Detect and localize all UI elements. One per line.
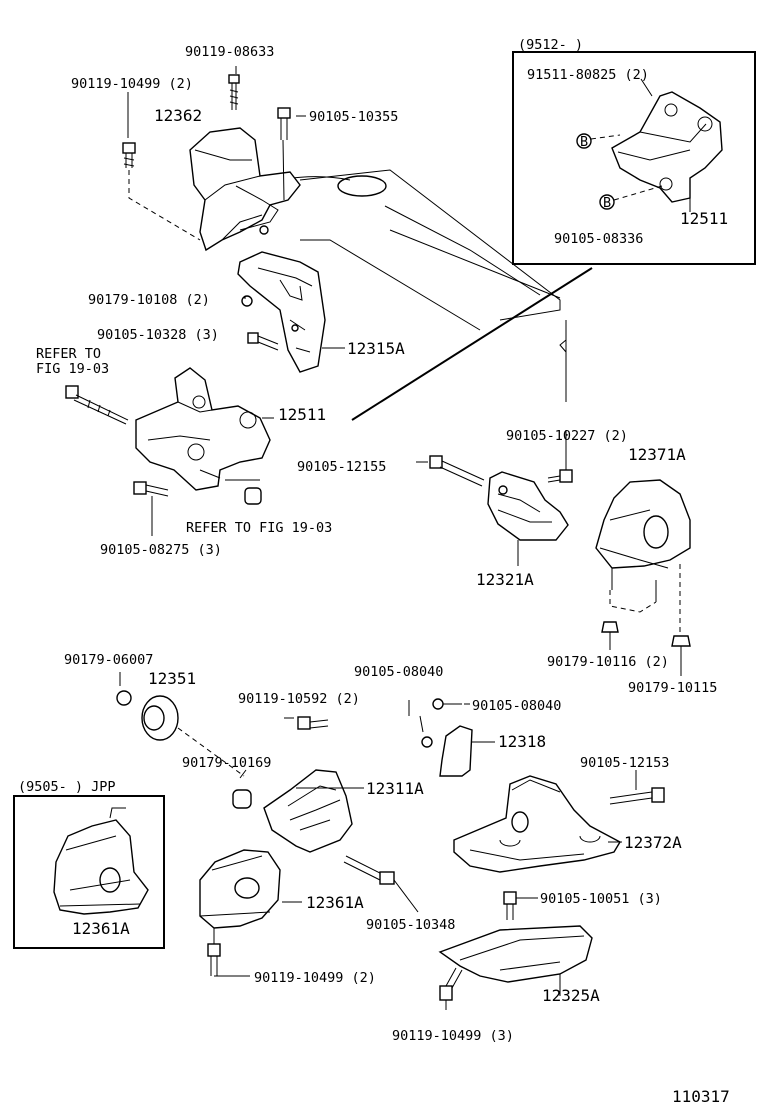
dash-12371A bbox=[609, 564, 681, 640]
nut-90179-10116 bbox=[601, 621, 619, 633]
bracket-12321A bbox=[487, 471, 569, 541]
label-90105-12153: 90105-12153 bbox=[580, 755, 669, 771]
mount-12511 bbox=[135, 367, 271, 491]
bolt-90105-12155 bbox=[429, 455, 485, 487]
label-inset-12511: 12511 bbox=[680, 209, 728, 228]
label-90105-10227: 90105-10227 (2) bbox=[506, 428, 628, 444]
bolt-90105-10051 bbox=[503, 891, 538, 920]
label-90119-10499-2-bottom: 90119-10499 (2) bbox=[254, 970, 376, 986]
inset-top-date: (9512- ) bbox=[518, 37, 583, 53]
label-fig-19-03: FIG 19-03 bbox=[36, 361, 109, 377]
bolt-90105-12153 bbox=[609, 770, 665, 805]
bracket-12325A bbox=[438, 925, 593, 983]
bushing-refer-19-03 bbox=[244, 487, 262, 505]
label-90105-08336: 90105-08336 bbox=[554, 231, 643, 247]
dash-12351 bbox=[177, 727, 245, 777]
mount-12372A bbox=[453, 775, 621, 873]
inset-box-top: (9512- ) 91511-80825 (2) 12511 90105-083… bbox=[512, 37, 756, 265]
label-12511: 12511 bbox=[278, 405, 326, 424]
bushing-12351 bbox=[116, 690, 179, 741]
bolt-90119-10499-bottom bbox=[207, 943, 250, 977]
label-90119-10592: 90119-10592 (2) bbox=[238, 691, 360, 707]
label-90179-10169: 90179-10169 bbox=[182, 755, 271, 771]
bolt-90119-10499-3 bbox=[439, 967, 463, 1010]
label-90105-08040-top: 90105-08040 bbox=[354, 664, 443, 680]
bracket-12318 bbox=[419, 698, 495, 777]
nut-90179-10115 bbox=[671, 635, 691, 676]
inset-box-bottom: (9505- ) JPP 12361A bbox=[13, 779, 165, 949]
label-90179-10115: 90179-10115 bbox=[628, 680, 717, 696]
label-90105-10355: 90105-10355 bbox=[309, 109, 398, 125]
bolt-refer-fig-19-03 bbox=[65, 385, 129, 425]
leaders-12321A bbox=[517, 430, 567, 566]
nut-90179-10169 bbox=[232, 789, 252, 809]
bolt-90119-10499-top bbox=[122, 142, 201, 241]
label-12318: 12318 bbox=[498, 732, 546, 751]
bolt-90105-10227 bbox=[547, 469, 573, 483]
label-90105-12155: 90105-12155 bbox=[297, 459, 386, 475]
label-90105-10328: 90105-10328 (3) bbox=[97, 327, 219, 343]
label-12321A: 12321A bbox=[476, 570, 534, 589]
bracket-12311A bbox=[263, 769, 353, 853]
bolt-90119-08633 bbox=[228, 74, 240, 110]
mount-12371A bbox=[595, 479, 691, 602]
label-90119-10499-2-top: 90119-10499 (2) bbox=[71, 76, 193, 92]
mount-12362 bbox=[189, 127, 301, 252]
part-labels: 90119-08633 90119-10499 (2) 12362 90105-… bbox=[36, 44, 717, 1044]
label-90119-08633: 90119-08633 bbox=[185, 44, 274, 60]
inset-bottom-date: (9505- ) JPP bbox=[18, 779, 116, 795]
label-12372A: 12372A bbox=[624, 833, 682, 852]
label-refer-to-fig-19-03: REFER TO FIG 19-03 bbox=[186, 520, 332, 536]
bolt-90105-10355 bbox=[277, 107, 291, 201]
label-12311A: 12311A bbox=[366, 779, 424, 798]
label-90179-10108: 90179-10108 (2) bbox=[88, 292, 210, 308]
label-90179-06007: 90179-06007 bbox=[64, 652, 153, 668]
label-91511-80825: 91511-80825 (2) bbox=[527, 67, 649, 83]
label-90179-10116: 90179-10116 (2) bbox=[547, 654, 669, 670]
mount-12361A bbox=[199, 849, 281, 946]
figure-id: 110317 bbox=[672, 1087, 730, 1106]
bolt-90119-10592 bbox=[297, 716, 329, 730]
callout-b-1: B bbox=[580, 134, 588, 150]
inset-bottom-label-12361A: 12361A bbox=[72, 919, 130, 938]
label-12371A: 12371A bbox=[628, 445, 686, 464]
label-12351: 12351 bbox=[148, 669, 196, 688]
label-12362: 12362 bbox=[154, 106, 202, 125]
bolt-90105-08275 bbox=[133, 481, 169, 536]
inset-mount-12511 bbox=[576, 78, 723, 212]
label-90105-10051: 90105-10051 (3) bbox=[540, 891, 662, 907]
label-12361A: 12361A bbox=[306, 893, 364, 912]
label-90105-08040-right: 90105-08040 bbox=[472, 698, 561, 714]
callout-b-2: B bbox=[603, 195, 611, 211]
label-12315A: 12315A bbox=[347, 339, 405, 358]
bracket-12315A bbox=[237, 251, 326, 373]
label-90119-10499-3: 90119-10499 (3) bbox=[392, 1028, 514, 1044]
bolt-90105-10348 bbox=[343, 855, 419, 913]
label-refer-to: REFER TO bbox=[36, 346, 101, 362]
label-90105-10348: 90105-10348 bbox=[366, 917, 455, 933]
label-12325A: 12325A bbox=[542, 986, 600, 1005]
label-90105-08275: 90105-08275 (3) bbox=[100, 542, 222, 558]
bolt-90105-10328 bbox=[247, 332, 279, 351]
